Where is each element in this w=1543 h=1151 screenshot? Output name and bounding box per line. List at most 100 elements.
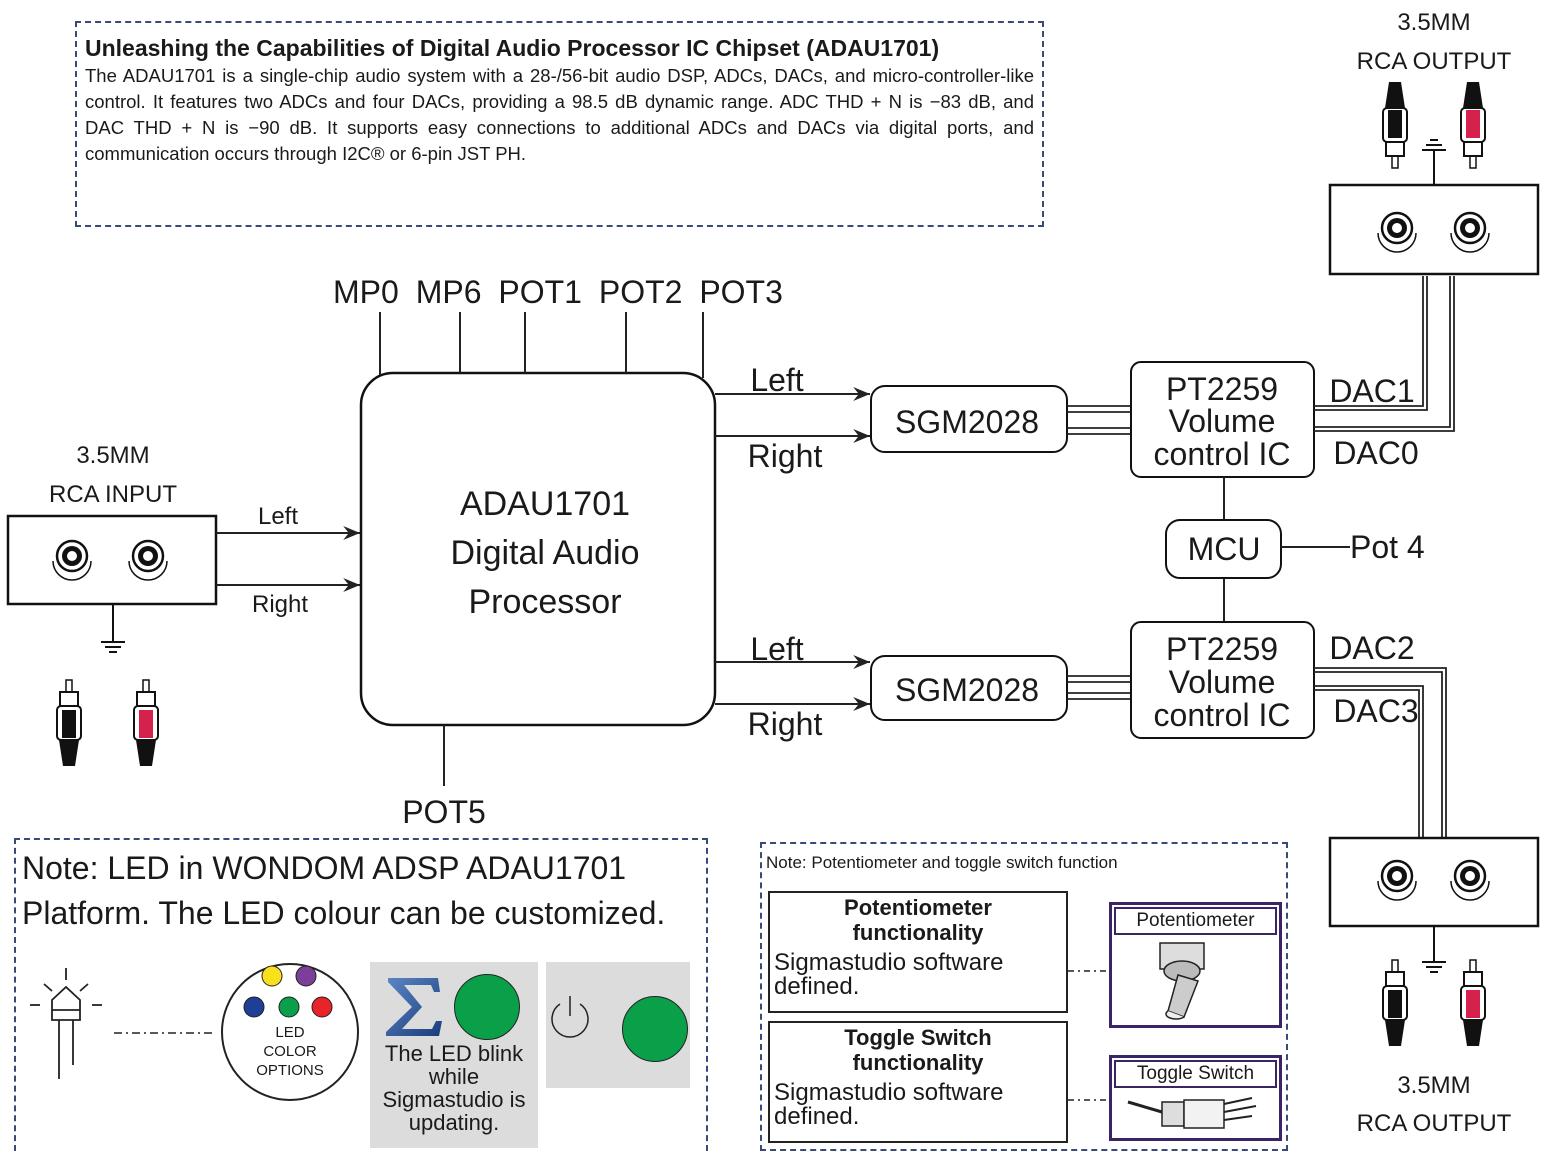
mcu-pot-label: Pot 4 — [1350, 529, 1425, 565]
output-top-line1: 3.5MM — [1397, 9, 1470, 36]
pot-picture-label: Potentiometer — [1114, 907, 1277, 935]
input-title-line1: 3.5MM — [76, 442, 149, 469]
led-blink-indicator — [454, 974, 520, 1040]
power-icon — [551, 996, 589, 1038]
input-right-label: Right — [252, 591, 308, 618]
output-bottom-jack-box — [1328, 836, 1540, 928]
lower-dac-wire-b — [1314, 685, 1424, 838]
lower-vol-line3: control IC — [1154, 697, 1291, 733]
lower-dac-a: DAC2 — [1329, 630, 1414, 666]
pin-lines — [379, 312, 704, 786]
pot-function-box: Potentiometer functionality Sigmastudio … — [768, 891, 1068, 1013]
output-bottom-jack-right — [1453, 859, 1487, 893]
output-bottom-line1: 3.5MM — [1397, 1072, 1470, 1099]
led-color-blue — [243, 996, 265, 1018]
output-bottom-ground-icon — [1422, 926, 1446, 973]
led-blink-panel: The LED blink while Sigmastudio is updat… — [370, 962, 538, 1148]
lower-left-label: Left — [750, 631, 803, 667]
lower-dac-b: DAC3 — [1333, 693, 1418, 729]
pin-pot2: POT2 — [599, 274, 683, 310]
led-options-line3: OPTIONS — [256, 1062, 324, 1079]
pot-function-text: Sigmastudio software defined. — [774, 949, 1004, 1000]
led-icon — [30, 968, 102, 1079]
output-top-plug-red-icon — [1460, 82, 1486, 169]
input-jack-right — [131, 539, 165, 573]
lower-dac-wire-a — [1314, 667, 1447, 838]
input-jack-left — [55, 539, 89, 573]
upper-amp-block — [870, 385, 1068, 453]
toggle-function-text: Sigmastudio software defined. — [774, 1079, 1004, 1130]
upper-vol-line2: Volume — [1169, 403, 1276, 439]
upper-dac-wire-a — [1314, 276, 1424, 407]
power-led-indicator — [622, 996, 688, 1062]
output-bottom-line2: RCA OUTPUT — [1357, 1110, 1512, 1137]
upper-dac-b: DAC0 — [1333, 435, 1418, 471]
mcu-block — [1165, 519, 1282, 579]
output-top-jack-box — [1328, 183, 1540, 276]
input-ground-icon — [101, 604, 125, 653]
output-top-line2: RCA OUTPUT — [1357, 48, 1512, 75]
pot-note: Note: Potentiometer and toggle switch fu… — [760, 842, 1288, 1151]
led-blink-text: The LED blink while Sigmastudio is updat… — [382, 1041, 526, 1135]
pot-connectors — [1068, 970, 1110, 1101]
lower-amp-block — [870, 655, 1068, 721]
mcu-label: MCU — [1188, 531, 1261, 567]
output-bottom-plug-red-icon — [1460, 959, 1486, 1046]
led-note: Note: LED in WONDOM ADSP ADAU1701 Platfo… — [14, 838, 708, 1151]
processor-line1: ADAU1701 — [460, 485, 630, 523]
lower-volume-block — [1130, 621, 1315, 739]
intro-body: The ADAU1701 is a single-chip audio syst… — [85, 65, 1034, 164]
sigma-icon — [386, 978, 442, 1036]
input-plug-black-icon — [56, 679, 82, 766]
upper-left-label: Left — [750, 362, 803, 398]
toggle-picture: Toggle Switch — [1109, 1055, 1282, 1141]
pin-mp0: MP0 — [333, 274, 399, 310]
pin-labels-top: MP0 MP6 POT1 POT2 POT3 — [333, 274, 783, 310]
intro-note: Unleashing the Capabilities of Digital A… — [75, 21, 1044, 227]
input-jack-box — [6, 514, 218, 606]
led-color-purple — [295, 965, 317, 987]
lower-right-label: Right — [748, 706, 823, 742]
led-illustration: LED COLOR OPTIONS — [30, 963, 359, 1101]
lower-vol-line1: PT2259 — [1166, 631, 1278, 667]
input-plug-red-icon — [133, 679, 159, 766]
power-led-panel — [546, 962, 690, 1088]
toggle-function-box: Toggle Switch functionality Sigmastudio … — [768, 1021, 1068, 1143]
output-top-ground-icon — [1422, 139, 1446, 185]
upper-vol-line3: control IC — [1154, 436, 1291, 472]
pin-pot1: POT1 — [498, 274, 582, 310]
lower-amp-label: SGM2028 — [895, 672, 1039, 708]
intro-title: Unleashing the Capabilities of Digital A… — [85, 35, 940, 61]
pin-pot3: POT3 — [699, 274, 783, 310]
upper-vol-line1: PT2259 — [1166, 371, 1278, 407]
led-color-yellow — [261, 965, 283, 987]
processor-line3: Processor — [468, 583, 621, 621]
led-color-green — [278, 996, 300, 1018]
pot-picture: Potentiometer — [1109, 902, 1282, 1028]
processor-line2: Digital Audio — [450, 534, 639, 572]
input-title-line2: RCA INPUT — [49, 481, 177, 508]
upper-amp-label: SGM2028 — [895, 404, 1039, 440]
potentiometer-icon — [1159, 942, 1205, 1020]
upper-dac-a: DAC1 — [1329, 373, 1414, 409]
lower-vol-line2: Volume — [1169, 664, 1276, 700]
pot-note-title: Note: Potentiometer and toggle switch fu… — [766, 853, 1118, 872]
upper-right-label: Right — [748, 438, 823, 474]
led-note-text: Note: LED in WONDOM ADSP ADAU1701 Platfo… — [22, 850, 666, 931]
toggle-function-title: Toggle Switch functionality — [844, 1025, 992, 1075]
output-top-jack-right — [1453, 211, 1487, 245]
pin-mp6: MP6 — [416, 274, 482, 310]
pot-function-title: Potentiometer functionality — [844, 895, 992, 945]
output-bottom-plug-black-icon — [1382, 959, 1408, 1046]
upper-dac-wire-b — [1314, 276, 1451, 428]
output-bottom-jack-left — [1380, 859, 1414, 893]
pin-pot5: POT5 — [402, 794, 486, 830]
toggle-switch-icon — [1127, 1097, 1257, 1129]
output-top-jack-left — [1380, 211, 1414, 245]
input-left-label: Left — [258, 503, 298, 530]
led-color-red — [311, 996, 333, 1018]
toggle-picture-label: Toggle Switch — [1114, 1060, 1277, 1088]
processor-block — [359, 371, 717, 727]
upper-volume-block — [1130, 361, 1315, 478]
